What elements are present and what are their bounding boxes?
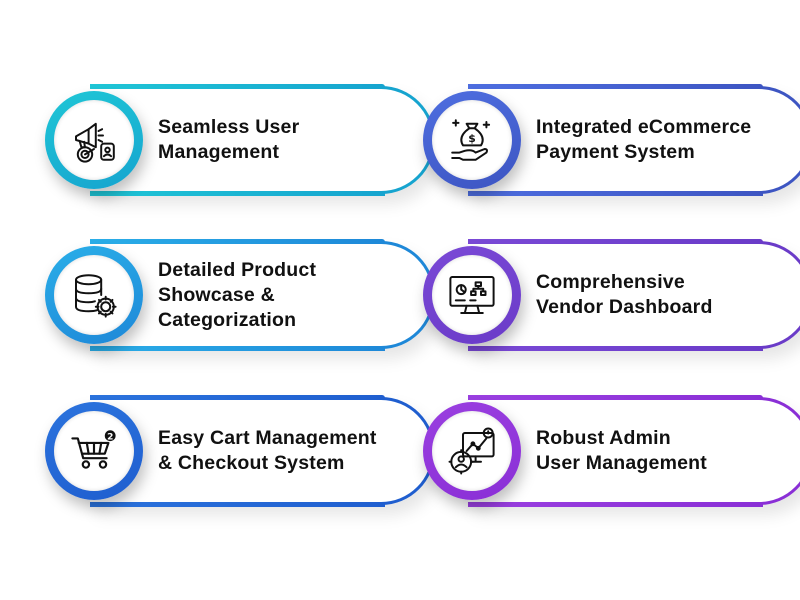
icon-badge: $	[423, 91, 521, 189]
icon-badge	[45, 91, 143, 189]
card-label: Seamless User Management	[158, 86, 423, 194]
card-label: Easy Cart Management & Checkout System	[158, 397, 423, 505]
card-accent-top	[468, 395, 763, 400]
money-hand-icon: $	[451, 119, 491, 161]
card-label: Integrated eCommerce Payment System	[536, 86, 800, 194]
monitor-dashboard-icon	[449, 276, 495, 314]
card-label-line: Comprehensive	[536, 271, 685, 293]
feature-card-payment-system: $ Integrated eCommerce Payment System	[423, 84, 800, 196]
card-accent-top	[468, 84, 763, 89]
card-label-line: Seamless User	[158, 116, 300, 138]
card-label-line: Payment System	[536, 141, 695, 163]
card-pill	[468, 397, 800, 505]
icon-badge	[423, 246, 521, 344]
card-accent-bottom	[468, 502, 763, 507]
card-accent-bottom	[468, 191, 763, 196]
card-label: Robust Admin User Management	[536, 397, 800, 505]
feature-card-cart-checkout: 2 Easy Cart Management & Checkout System	[45, 395, 435, 507]
card-accent-top	[468, 239, 763, 244]
cart-icon: 2	[71, 430, 116, 469]
card-label-line: Management	[158, 141, 280, 163]
database-gear-icon	[75, 274, 117, 318]
card-label-line: Categorization	[158, 308, 297, 331]
card-label: Comprehensive Vendor Dashboard	[536, 241, 800, 349]
card-label-line: Vendor Dashboard	[536, 296, 713, 318]
card-label-line: Integrated eCommerce	[536, 116, 752, 138]
admin-analytics-icon	[448, 427, 495, 475]
card-label-line: User Management	[536, 452, 707, 474]
card-accent-top	[90, 239, 385, 244]
megaphone-target-icon	[75, 122, 115, 163]
card-label-line: Robust Admin	[536, 427, 671, 449]
card-accent-bottom	[90, 502, 385, 507]
card-label-line: & Checkout System	[158, 452, 345, 474]
card-label: Detailed Product Showcase & Categorizati…	[158, 241, 423, 349]
card-pill	[468, 86, 800, 194]
card-accent-bottom	[90, 191, 385, 196]
icon-badge: 2	[45, 402, 143, 500]
feature-card-admin-management: Robust Admin User Management	[423, 395, 800, 507]
card-label-line: Easy Cart Management	[158, 427, 377, 449]
cart-count-badge: 2	[107, 432, 113, 442]
card-label-line: Showcase &	[158, 283, 275, 306]
feature-card-vendor-dashboard: Comprehensive Vendor Dashboard	[423, 239, 800, 351]
feature-card-user-management: Seamless User Management	[45, 84, 435, 196]
card-accent-top	[90, 84, 385, 89]
card-accent-bottom	[468, 346, 763, 351]
feature-card-product-showcase: Detailed Product Showcase & Categorizati…	[45, 239, 435, 351]
card-accent-top	[90, 395, 385, 400]
icon-badge	[423, 402, 521, 500]
icon-badge	[45, 246, 143, 344]
card-label-line: Detailed Product	[158, 258, 317, 281]
dollar-sign: $	[468, 132, 476, 145]
card-accent-bottom	[90, 346, 385, 351]
